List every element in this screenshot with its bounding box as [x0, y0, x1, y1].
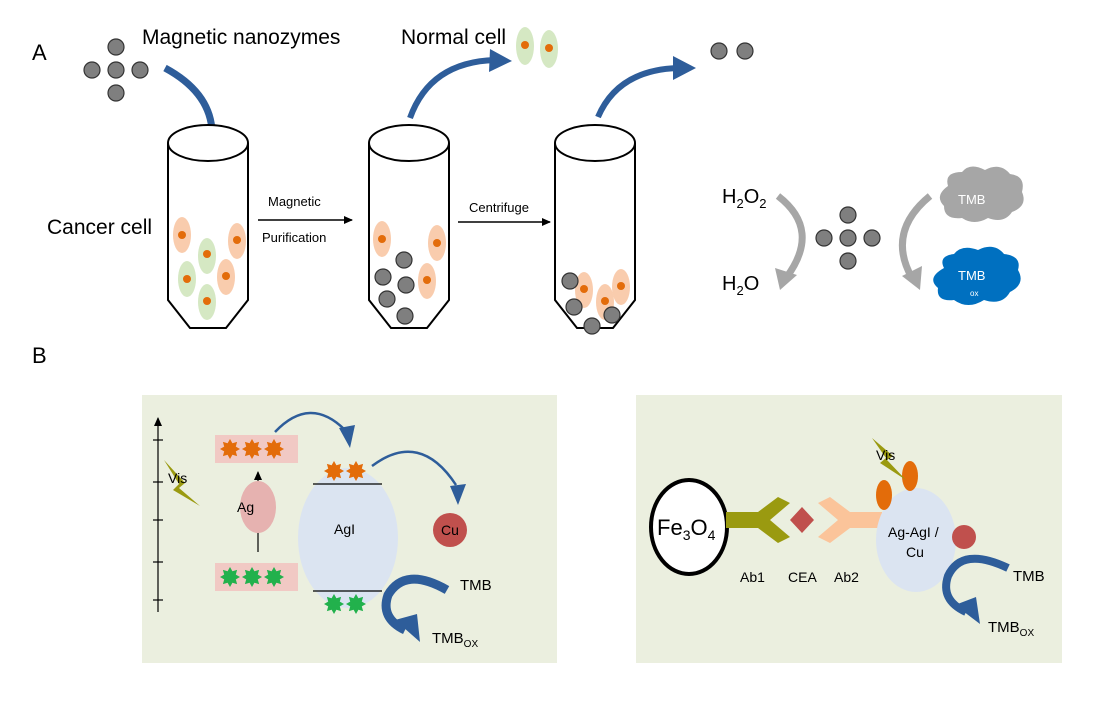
- centrifuge-label: Centrifuge: [469, 200, 529, 215]
- composite-label-1: Ag-AgI /: [888, 524, 939, 540]
- cea-label: CEA: [788, 569, 817, 585]
- tmb-cloud-label: TMB: [958, 192, 985, 207]
- ab2-label: Ab2: [834, 569, 859, 585]
- tmb-ox-cloud-sub: ox: [970, 289, 978, 298]
- tmb-ox-cloud: TMB ox: [933, 246, 1021, 305]
- tmb-label-left: TMB: [460, 577, 492, 594]
- panel-b-left: Vis Ag AgI Cu TMB TMBOX: [142, 395, 557, 663]
- h2o2-label: H2O2: [722, 186, 766, 211]
- panel-b-label: B: [32, 343, 47, 368]
- purification-label: Purification: [262, 230, 326, 245]
- normal-cells: [516, 27, 558, 68]
- agi-particle: [298, 468, 398, 608]
- ag-label: Ag: [237, 499, 254, 515]
- panel-b-right: Fe3O4 Ab1 CEA Ab2 Vis Ag-AgI / Cu TMB TM…: [636, 395, 1062, 663]
- tmb-ox-cloud-label: TMB: [958, 268, 985, 283]
- ab2-antibody: [818, 497, 882, 543]
- tmb-ox-label-right: TMBOX: [988, 619, 1034, 639]
- vis-label-left: Vis: [168, 470, 187, 486]
- nanozyme-cluster: [83, 38, 149, 102]
- peroxidase-reaction: H2O2 H2O: [722, 186, 933, 298]
- tmb-cloud: TMB: [939, 166, 1024, 222]
- magnetic-nanozymes-label: Magnetic nanozymes: [142, 26, 340, 49]
- agi-label: AgI: [334, 521, 355, 537]
- transfer-arrow: [274, 411, 346, 433]
- lightning-icon-right: [872, 438, 906, 480]
- composite-label-2: Cu: [906, 544, 924, 560]
- vis-label-right: Vis: [876, 447, 895, 463]
- gray-arrow-right: [898, 193, 933, 280]
- cu-label: Cu: [441, 522, 459, 538]
- normal-cell-label: Normal cell: [401, 26, 506, 49]
- cu-arrow: [371, 450, 458, 486]
- tube-2: [368, 124, 450, 329]
- h2o-label: H2O: [722, 273, 759, 298]
- ab1-label: Ab1: [740, 569, 765, 585]
- cea-antigen: [790, 507, 814, 533]
- tmb-label-right: TMB: [1013, 568, 1045, 585]
- magnetic-label: Magnetic: [268, 194, 321, 209]
- curved-arrow-3: [595, 65, 679, 119]
- fe3o4-label: Fe3O4: [657, 515, 716, 543]
- ag-agi-cu-particle: [876, 488, 956, 592]
- cancer-cell-label: Cancer cell: [47, 216, 152, 239]
- ab1-antibody: [726, 497, 790, 543]
- lightning-icon: [164, 460, 200, 506]
- tube-3: [554, 124, 636, 335]
- panel-a-label: A: [32, 40, 47, 65]
- tmb-arrow-left: [381, 574, 450, 635]
- tube-1: [167, 124, 249, 329]
- cu-particle: [433, 513, 467, 547]
- tmb-arrow-right: [942, 554, 1010, 616]
- released-nanozymes: [710, 42, 754, 60]
- ag-particle: [240, 481, 276, 533]
- tmb-ox-label-left: TMBOX: [432, 630, 478, 650]
- gray-arrow-left: [775, 193, 806, 281]
- curved-arrow-2: [407, 57, 496, 120]
